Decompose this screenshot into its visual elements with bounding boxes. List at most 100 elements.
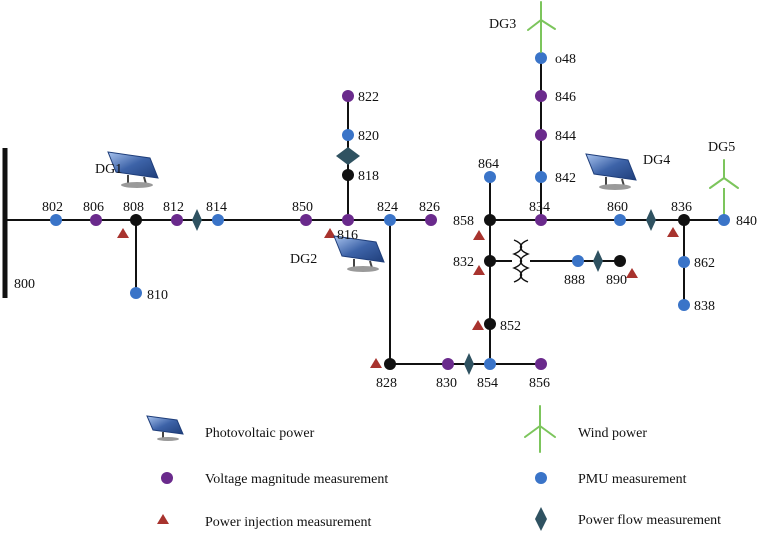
label-846: 846 <box>555 90 576 105</box>
label-862: 862 <box>694 256 715 271</box>
pmu-nodes <box>50 52 730 370</box>
label-820: 820 <box>358 129 379 144</box>
legend-flow-icon <box>535 507 547 531</box>
injection-832 <box>473 265 485 275</box>
label-850: 850 <box>292 200 313 215</box>
legend: Photovoltaic power Wind power Voltage ma… <box>146 405 721 531</box>
node-814 <box>212 214 224 226</box>
label-840: 840 <box>736 214 757 229</box>
node-848 <box>535 52 547 64</box>
label-826: 826 <box>419 200 440 215</box>
flow-818-820 <box>336 147 360 165</box>
node-812 <box>171 214 183 226</box>
injection-808 <box>117 228 129 238</box>
label-806: 806 <box>83 200 104 215</box>
injection-890 <box>626 268 638 278</box>
label-858: 858 <box>453 214 474 229</box>
bus-labels: 800 802 806 808 810 812 814 850 816 818 … <box>14 52 757 391</box>
node-828 <box>384 358 396 370</box>
label-dg3: DG3 <box>489 17 516 32</box>
node-862 <box>678 256 690 268</box>
legend-injection-label: Power injection measurement <box>205 515 372 530</box>
node-838 <box>678 299 690 311</box>
flow-markers <box>192 147 656 375</box>
label-834: 834 <box>529 200 550 215</box>
node-820 <box>342 129 354 141</box>
label-dg1: DG1 <box>95 162 122 177</box>
wind-turbine-icon-dg5 <box>709 159 739 189</box>
injection-836 <box>667 227 679 237</box>
node-824 <box>384 214 396 226</box>
pv-panel-icon-dg1 <box>107 151 159 188</box>
label-852: 852 <box>500 319 521 334</box>
label-888: 888 <box>564 273 585 288</box>
node-830 <box>442 358 454 370</box>
node-856 <box>535 358 547 370</box>
transformer-icon <box>512 239 530 283</box>
pv-panel-icon-dg2 <box>333 235 385 272</box>
label-800: 800 <box>14 277 35 292</box>
pv-panel-icon-dg4 <box>585 153 637 190</box>
label-842: 842 <box>555 171 576 186</box>
legend-voltage-icon <box>161 472 173 484</box>
legend-flow-label: Power flow measurement <box>578 513 721 528</box>
label-dg4: DG4 <box>643 153 670 168</box>
node-854 <box>484 358 496 370</box>
node-846 <box>535 90 547 102</box>
legend-wind-icon <box>524 405 556 453</box>
label-dg5: DG5 <box>708 140 735 155</box>
label-854: 854 <box>477 376 498 391</box>
label-814: 814 <box>206 200 227 215</box>
label-810: 810 <box>147 288 168 303</box>
voltage-nodes <box>90 90 547 370</box>
legend-pmu-icon <box>535 472 547 484</box>
injection-852 <box>472 320 484 330</box>
dg-labels: DG1 DG2 DG3 DG4 DG5 <box>95 17 735 267</box>
label-824: 824 <box>377 200 398 215</box>
node-858 <box>484 214 496 226</box>
label-832: 832 <box>453 255 474 270</box>
legend-injection-icon <box>157 514 169 524</box>
flow-860-836 <box>646 209 656 231</box>
node-818 <box>342 169 354 181</box>
node-832 <box>484 255 496 267</box>
legend-voltage-label: Voltage magnitude measurement <box>205 472 388 487</box>
label-848: o48 <box>555 52 576 67</box>
node-822 <box>342 90 354 102</box>
label-812: 812 <box>163 200 184 215</box>
node-806 <box>90 214 102 226</box>
legend-pv-icon <box>146 415 184 441</box>
node-816 <box>342 214 354 226</box>
junction-nodes <box>130 169 690 370</box>
node-840 <box>718 214 730 226</box>
flow-888-890 <box>593 250 603 272</box>
node-836 <box>678 214 690 226</box>
node-802 <box>50 214 62 226</box>
node-888 <box>572 255 584 267</box>
node-844 <box>535 129 547 141</box>
node-834 <box>535 214 547 226</box>
node-808 <box>130 214 142 226</box>
node-852 <box>484 318 496 330</box>
legend-wind-label: Wind power <box>578 426 647 441</box>
label-856: 856 <box>529 376 550 391</box>
injection-858 <box>473 230 485 240</box>
label-836: 836 <box>671 200 692 215</box>
label-864: 864 <box>478 157 499 172</box>
label-816: 816 <box>337 228 358 243</box>
node-850 <box>300 214 312 226</box>
node-842 <box>535 171 547 183</box>
label-830: 830 <box>436 376 457 391</box>
node-890 <box>614 255 626 267</box>
node-864 <box>484 171 496 183</box>
injection-816 <box>324 228 336 238</box>
injection-markers <box>117 227 679 368</box>
wind-turbine-icon-dg3 <box>527 1 556 53</box>
label-dg2: DG2 <box>290 252 317 267</box>
label-844: 844 <box>555 129 576 144</box>
label-828: 828 <box>376 376 397 391</box>
legend-photovoltaic-label: Photovoltaic power <box>205 426 315 441</box>
flow-830-854 <box>464 353 474 375</box>
flow-812-814 <box>192 209 202 231</box>
